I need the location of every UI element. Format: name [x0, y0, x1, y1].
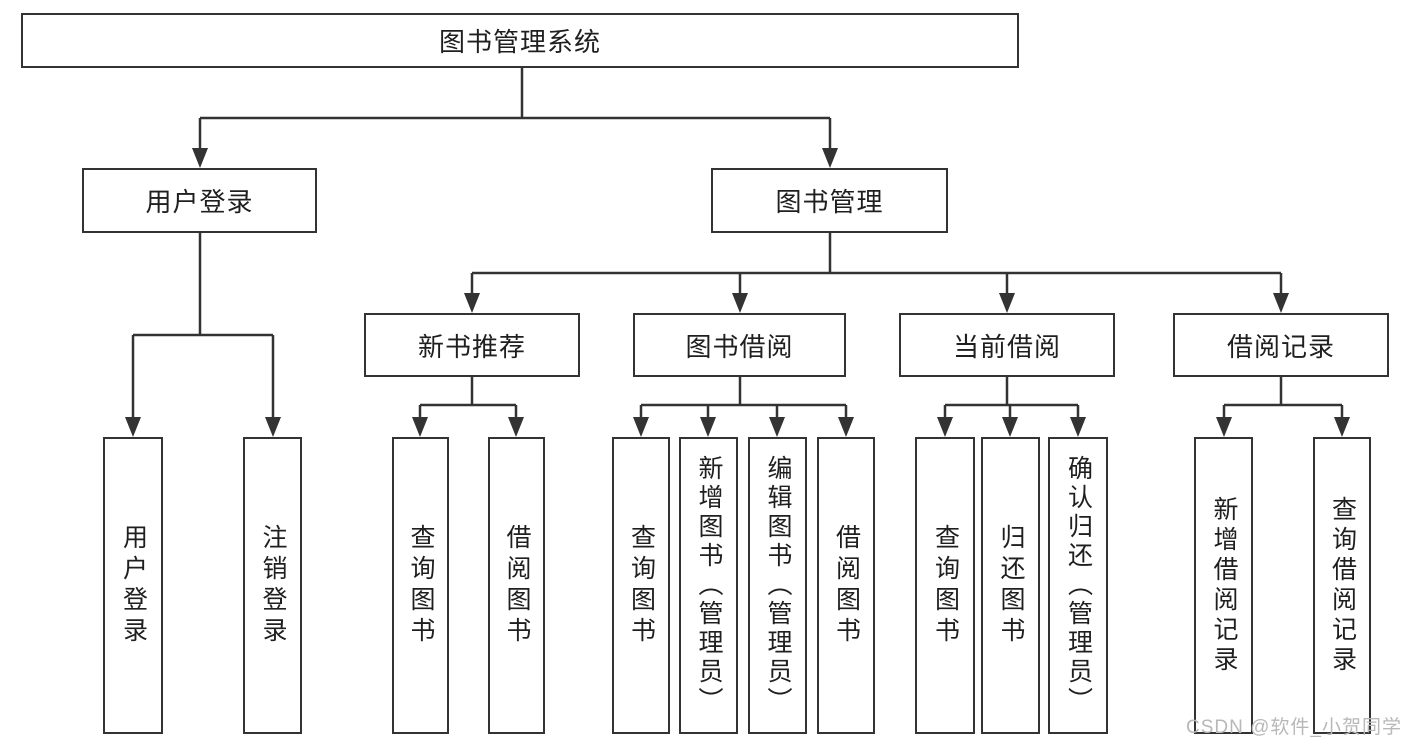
leaf-rec-query-book: 查询图书: [392, 437, 449, 734]
leaf-add-book-admin: 新增图书（管理员）: [679, 437, 738, 734]
node-user-login-branch: 用户登录: [82, 168, 317, 233]
node-new-book-recommendation: 新书推荐: [364, 313, 580, 377]
leaf-user-login: 用户登录: [103, 437, 163, 734]
leaf-query-borrow-record: 查询借阅记录: [1313, 437, 1371, 734]
node-book-borrowing: 图书借阅: [633, 313, 846, 377]
leaf-current-query-book: 查询图书: [915, 437, 975, 734]
node-borrowing-records: 借阅记录: [1173, 313, 1389, 377]
leaf-return-book: 归还图书: [981, 437, 1040, 734]
leaf-logout: 注销登录: [243, 437, 302, 734]
leaf-add-borrow-record: 新增借阅记录: [1194, 437, 1253, 734]
node-current-borrowing: 当前借阅: [899, 313, 1115, 377]
leaf-confirm-return-admin: 确认归还（管理员）: [1048, 437, 1108, 734]
csdn-watermark: CSDN @软件_小贺同学: [1186, 717, 1402, 738]
leaf-rec-borrow-book: 借阅图书: [488, 437, 545, 734]
node-root-system: 图书管理系统: [21, 13, 1019, 68]
leaf-edit-book-admin: 编辑图书（管理员）: [748, 437, 807, 734]
leaf-borrow-book: 借阅图书: [817, 437, 875, 734]
leaf-borrow-query-book: 查询图书: [612, 437, 670, 734]
node-book-management-branch: 图书管理: [711, 168, 948, 233]
